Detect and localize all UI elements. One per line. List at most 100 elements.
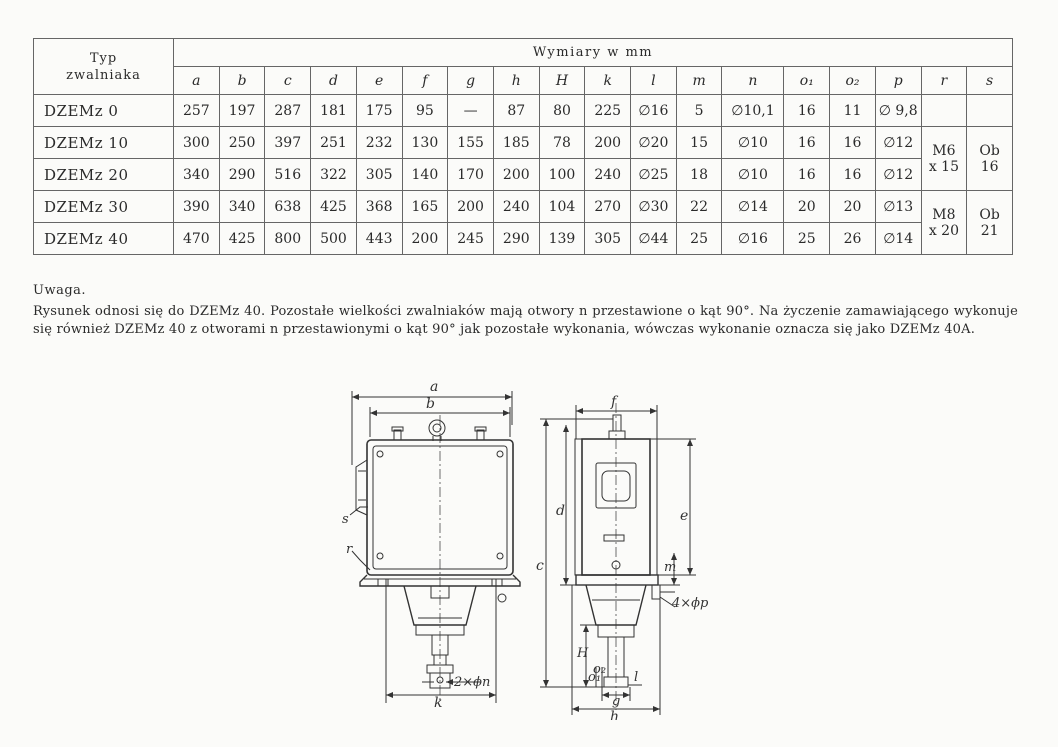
column-header-14: o₂ <box>829 66 876 95</box>
value-cell: ∅ 9,8 <box>874 94 922 127</box>
note-text: Rysunek odnosi się do DZEMz 40. Pozostał… <box>33 304 1018 337</box>
label-m: m <box>664 560 676 575</box>
value-cell: 287 <box>264 94 312 127</box>
note-title: Uwaga. <box>33 283 87 298</box>
empty-cell-r <box>920 94 968 127</box>
value-cell: 397 <box>264 126 312 159</box>
type-header-line2: zwalniaka <box>66 67 141 83</box>
r-group-2-line1: M8 <box>932 206 956 223</box>
value-cell: 16 <box>829 126 876 159</box>
value-cell: 100 <box>538 158 586 191</box>
column-header-3: d <box>310 66 357 95</box>
value-cell: 22 <box>675 190 723 223</box>
value-cell: 425 <box>310 190 357 223</box>
value-cell: 257 <box>173 94 220 127</box>
value-cell: 390 <box>173 190 220 223</box>
value-cell: 16 <box>783 126 831 159</box>
value-cell: 87 <box>492 94 540 127</box>
value-cell: 225 <box>584 94 632 127</box>
value-cell: 305 <box>584 222 632 255</box>
column-header-7: h <box>492 66 540 95</box>
value-cell: 200 <box>447 190 494 223</box>
column-header-2: c <box>264 66 312 95</box>
r-group-1-line1: M6 <box>932 142 956 159</box>
value-cell: 800 <box>264 222 312 255</box>
value-cell: ∅20 <box>630 126 677 159</box>
value-cell: 340 <box>173 158 220 191</box>
value-cell: ∅16 <box>630 94 677 127</box>
value-cell: 300 <box>173 126 220 159</box>
value-cell: 185 <box>492 126 540 159</box>
value-cell: 290 <box>492 222 540 255</box>
value-cell: 245 <box>447 222 494 255</box>
label-a: a <box>430 379 438 395</box>
type-cell: DZEMz 40 <box>33 222 174 255</box>
value-cell: 250 <box>218 126 266 159</box>
value-cell: 270 <box>584 190 632 223</box>
value-cell: ∅12 <box>874 126 922 159</box>
value-cell: 470 <box>173 222 220 255</box>
value-cell: 26 <box>829 222 876 255</box>
value-cell: 516 <box>264 158 312 191</box>
label-d: d <box>556 503 565 519</box>
value-cell: 240 <box>492 190 540 223</box>
column-header-4: e <box>355 66 403 95</box>
label-hole-p: 4×ϕp <box>671 596 709 611</box>
column-header-12: n <box>721 66 785 95</box>
label-H: H <box>576 646 589 661</box>
value-cell: 95 <box>401 94 449 127</box>
label-o1: o₁ <box>588 670 601 685</box>
value-cell: 16 <box>783 158 831 191</box>
s-group-2-line2: 21 <box>980 222 999 239</box>
value-cell: 200 <box>401 222 449 255</box>
front-view <box>349 391 521 703</box>
value-cell: 11 <box>829 94 876 127</box>
column-header-10: l <box>630 66 677 95</box>
s-group-1-line1: Ob <box>979 142 1000 159</box>
value-cell: 18 <box>675 158 723 191</box>
label-c: c <box>536 558 544 574</box>
value-cell: 638 <box>264 190 312 223</box>
value-cell: 290 <box>218 158 266 191</box>
value-cell: ∅14 <box>721 190 785 223</box>
value-cell: 155 <box>447 126 494 159</box>
label-g: g <box>612 694 620 709</box>
empty-cell-s <box>966 94 1013 127</box>
type-cell: DZEMz 0 <box>33 94 174 127</box>
type-header-line1: Typ <box>89 50 118 66</box>
label-f: f <box>610 394 619 410</box>
value-cell: 200 <box>584 126 632 159</box>
value-cell: 139 <box>538 222 586 255</box>
value-cell: 20 <box>783 190 831 223</box>
type-cell: DZEMz 20 <box>33 158 174 191</box>
value-cell: 78 <box>538 126 586 159</box>
value-cell: 240 <box>584 158 632 191</box>
label-s: s <box>342 512 349 527</box>
column-header-9: k <box>584 66 632 95</box>
technical-drawing: a b s r 2×ϕn k f c d e m 4×ϕp H o₁ o₂ g … <box>342 379 709 720</box>
type-cell: DZEMz 10 <box>33 126 174 159</box>
column-header-6: g <box>447 66 494 95</box>
value-cell: 80 <box>538 94 586 127</box>
column-header-0: a <box>173 66 220 95</box>
value-cell: 500 <box>310 222 357 255</box>
type-header: Typ zwalniaka <box>33 38 174 95</box>
value-cell: ∅12 <box>874 158 922 191</box>
s-group-1-line2: 16 <box>980 158 999 175</box>
value-cell: 368 <box>355 190 403 223</box>
value-cell: ∅10 <box>721 126 785 159</box>
value-cell: 175 <box>355 94 403 127</box>
value-cell: 140 <box>401 158 449 191</box>
column-header-17: s <box>966 66 1013 95</box>
label-l: l <box>634 670 638 685</box>
label-h: h <box>610 709 619 720</box>
value-cell: 251 <box>310 126 357 159</box>
value-cell: 322 <box>310 158 357 191</box>
